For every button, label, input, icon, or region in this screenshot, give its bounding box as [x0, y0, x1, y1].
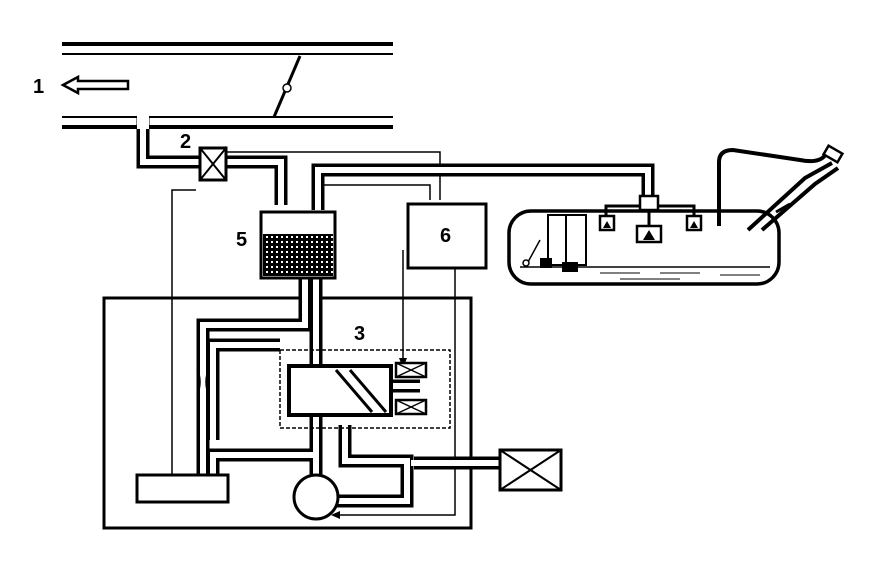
label-1: 1 — [33, 76, 44, 98]
in-tank-pump — [522, 214, 587, 272]
fuel-tank — [507, 143, 845, 286]
rollover-valves — [598, 194, 703, 244]
circle-pump-icon — [292, 473, 340, 521]
label-6: 6 — [440, 225, 451, 247]
coil-lower — [394, 398, 428, 416]
filler-neck — [717, 143, 845, 232]
purge-valve — [198, 146, 228, 182]
label-2: 2 — [180, 131, 191, 153]
throttle-plate — [272, 55, 302, 118]
charcoal-canister — [259, 210, 337, 280]
control-unit-enclosure — [102, 296, 473, 530]
reservoir-block — [135, 473, 230, 504]
orifice-restrictor — [196, 367, 210, 397]
vapor-pipes — [136, 114, 655, 508]
coil-upper — [394, 361, 428, 379]
solenoid-valve-assembly — [279, 349, 451, 429]
label-3: 3 — [354, 323, 365, 345]
crossed-box-valve-icon — [498, 448, 563, 492]
fuel-level-lines — [520, 266, 770, 280]
intake-duct — [62, 42, 393, 129]
label-5: 5 — [236, 229, 247, 251]
hollow-left-arrow-icon — [60, 74, 130, 96]
control-module — [406, 202, 488, 270]
